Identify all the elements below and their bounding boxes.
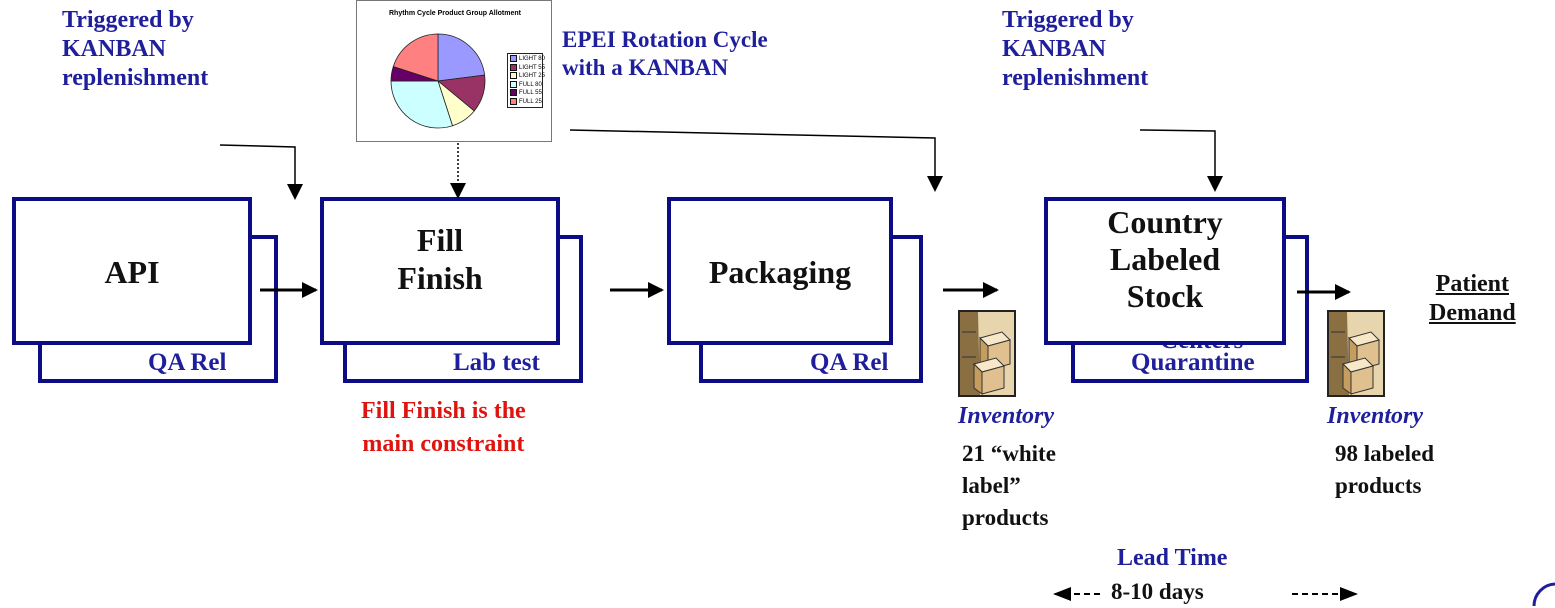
country-title: Country Labeled Stock (1048, 204, 1282, 314)
inventory-left-text: 21 “white label” products (962, 438, 1056, 535)
api-sub-label: QA Rel (148, 349, 227, 376)
inv-line: label” (962, 473, 1021, 499)
pie-chart-card: Rhythm Cycle Product Group Allotment LIG… (356, 0, 552, 142)
note-line: Triggered by (62, 7, 194, 33)
legend-item: LIGHT 25 (510, 72, 545, 81)
fill-finish-sub-label: Lab test (453, 349, 540, 376)
epei-note: EPEI Rotation Cycle with a KANBAN (562, 26, 768, 81)
api-title: API (104, 254, 160, 290)
inventory-left-icon (958, 310, 1016, 397)
title-line: Country (1107, 204, 1223, 240)
legend-item: FULL 80 (510, 80, 542, 90)
top-left-note: Triggered by KANBAN replenishment (62, 6, 208, 92)
note-line: Triggered by (1002, 7, 1134, 33)
legend-item: LIGHT 80 (510, 55, 545, 64)
fill-finish-title: Fill Finish (324, 221, 556, 298)
packaging-box: Packaging (667, 197, 893, 345)
fill-finish-box: Fill Finish (320, 197, 560, 345)
note-line: replenishment (62, 64, 209, 91)
legend-label: FULL 55 (519, 90, 542, 97)
packaging-title: Packaging (708, 254, 852, 290)
boxes-icon (960, 312, 1014, 395)
title-line: Finish (397, 260, 483, 297)
legend-swatch (510, 55, 517, 62)
kanban-arrow-left (219, 144, 303, 200)
inventory-right-text: 98 labeled products (1335, 438, 1434, 502)
note-line: KANBAN (62, 35, 167, 62)
legend-item: FULL 25 (510, 97, 542, 107)
inv-line: 98 labeled (1335, 441, 1435, 466)
pie-chart (390, 33, 486, 129)
inv-line: products (1335, 473, 1422, 499)
note-line: EPEI Rotation Cycle (562, 27, 768, 52)
lead-time-value: 8-10 days (1111, 579, 1204, 604)
legend-swatch (510, 80, 517, 88)
country-sub-label: Quarantine (1131, 349, 1255, 376)
note-line: with a KANBAN (562, 54, 729, 80)
demand-line: Demand (1429, 299, 1516, 326)
pie-slice (390, 80, 454, 129)
title-line: Fill (416, 222, 464, 258)
packaging-sub-label: QA Rel (810, 349, 889, 376)
note-line: main constraint (362, 430, 525, 457)
legend-label: LIGHT 25 (519, 73, 545, 80)
patient-demand: Patient Demand (1429, 270, 1516, 328)
inventory-left-label: Inventory (958, 403, 1054, 429)
legend-label: FULL 80 (519, 81, 542, 88)
boxes-icon (1329, 312, 1383, 395)
top-right-note: Triggered by KANBAN replenishment (1002, 6, 1148, 92)
epei-arrow (569, 129, 943, 192)
legend-swatch (510, 72, 517, 80)
pie-slice (437, 33, 486, 82)
legend-item: FULL 55 (510, 89, 542, 98)
note-line: replenishment (1002, 64, 1149, 91)
legend-label: LIGHT 80 (519, 56, 545, 63)
inv-line: products (962, 505, 1049, 531)
api-box: API (12, 197, 252, 345)
inventory-right-label: Inventory (1327, 403, 1423, 429)
legend-item: LIGHT 55 (510, 63, 545, 73)
note-line: KANBAN (1002, 35, 1107, 62)
pie-slice (392, 33, 439, 82)
inv-line: 21 “white (962, 441, 1056, 466)
pie-chart-title: Rhythm Cycle Product Group Allotment (389, 10, 521, 17)
legend-swatch (510, 89, 517, 97)
inventory-right-icon (1327, 310, 1385, 397)
pie-legend: LIGHT 80 LIGHT 55 LIGHT 25 FULL 80 FULL … (507, 53, 545, 108)
title-line: Stock (1126, 277, 1204, 314)
note-line: Fill Finish is the (361, 398, 526, 424)
lead-time-title: Lead Time (1117, 545, 1228, 571)
legend-swatch (510, 97, 517, 105)
corner-arc (1532, 582, 1555, 607)
kanban-arrow-right (1139, 129, 1223, 192)
title-line: Labeled (1109, 240, 1221, 277)
country-labeled-stock-box: Country Labeled Stock (1044, 197, 1286, 345)
patient-line: Patient (1435, 271, 1509, 297)
legend-label: LIGHT 55 (519, 64, 545, 71)
legend-swatch (510, 63, 517, 71)
legend-label: FULL 25 (519, 98, 542, 105)
constraint-note: Fill Finish is the main constraint (361, 397, 526, 459)
